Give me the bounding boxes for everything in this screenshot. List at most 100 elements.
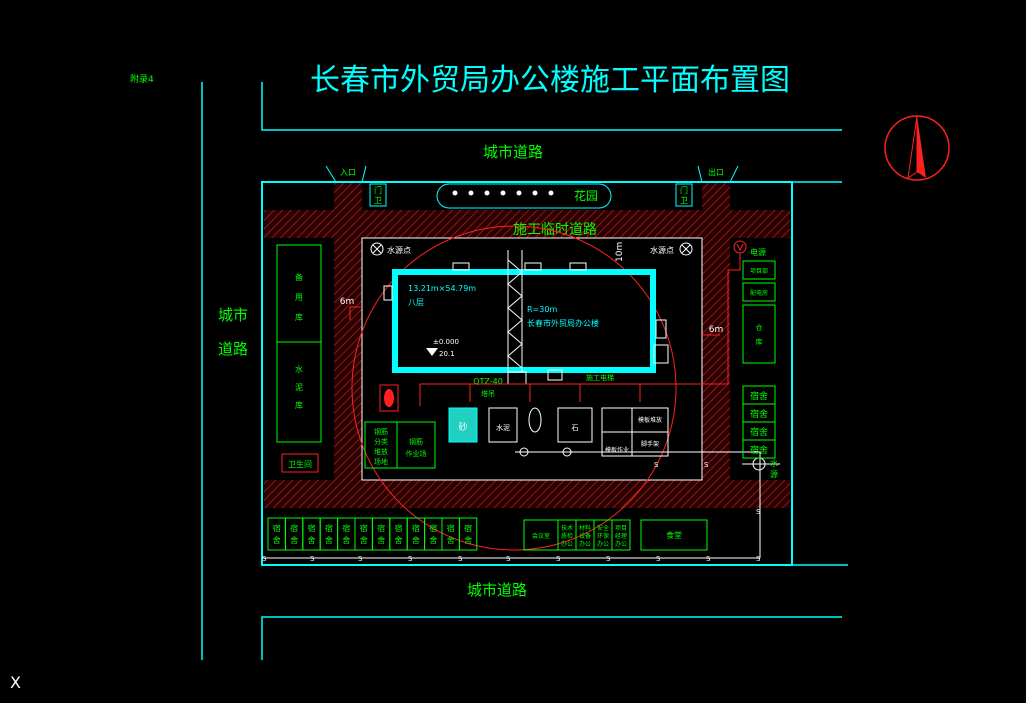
scaffold-marks xyxy=(383,262,669,381)
distance-right: 6m xyxy=(709,325,724,335)
svg-text:库: 库 xyxy=(295,400,303,410)
svg-text:石: 石 xyxy=(572,424,579,432)
office-building: 13.21m×54.79m 八层 R=30m 长春市外贸局办公楼 ±0.000 … xyxy=(392,269,656,373)
corner-mark: X xyxy=(10,673,21,692)
svg-text:办公: 办公 xyxy=(579,540,591,548)
svg-text:砂: 砂 xyxy=(458,421,467,433)
dorm-south-10: 宿舍 xyxy=(424,517,443,551)
svg-text:宿: 宿 xyxy=(377,523,385,533)
svg-text:宿: 宿 xyxy=(308,523,316,533)
drawing-title: 长春市外贸局办公楼施工平面布置图 xyxy=(310,63,790,98)
dorm-south-1: 宿舍 xyxy=(267,517,286,551)
road-north-label: 城市道路 xyxy=(483,143,543,161)
dorm-south-9: 宿舍 xyxy=(406,517,426,551)
svg-text:钢筋: 钢筋 xyxy=(409,437,423,446)
cement-mixer: 水泥 xyxy=(488,407,518,443)
hydrant-left-label: 水源点 xyxy=(387,245,411,255)
site-boundary xyxy=(261,181,793,566)
svg-text:S: S xyxy=(704,461,709,469)
hydrant-right-icon xyxy=(679,242,693,256)
toilet: 卫生间 xyxy=(281,453,319,473)
valve-icon xyxy=(562,447,572,457)
svg-text:舍: 舍 xyxy=(325,535,333,545)
svg-text:经理: 经理 xyxy=(615,532,627,540)
svg-text:舍: 舍 xyxy=(308,535,316,545)
svg-text:宿舍: 宿舍 xyxy=(750,444,768,456)
svg-text:卫: 卫 xyxy=(374,196,382,205)
dorm-south-6: 宿舍 xyxy=(354,517,373,551)
svg-text:脚手架: 脚手架 xyxy=(641,440,659,448)
temporary-road xyxy=(264,182,790,508)
power-label: 电源 xyxy=(750,247,766,257)
svg-text:安全: 安全 xyxy=(597,524,609,532)
svg-text:S: S xyxy=(556,555,561,563)
svg-text:宿: 宿 xyxy=(342,523,350,533)
formwork-yard: 模板堆放 脚手架 模板作业 xyxy=(601,407,669,457)
svg-text:舍: 舍 xyxy=(412,535,420,545)
svg-text:堆放: 堆放 xyxy=(374,447,388,456)
svg-text:S: S xyxy=(656,555,661,563)
crane-model-label: QTZ-40 xyxy=(473,377,503,386)
height-mark: 10m xyxy=(615,242,625,262)
dorm-south-7: 宿舍 xyxy=(371,517,391,551)
steel-work-yard: 钢筋 作业场 xyxy=(396,421,436,469)
svg-text:宿: 宿 xyxy=(273,523,281,533)
svg-text:八层: 八层 xyxy=(408,298,424,307)
svg-text:宿: 宿 xyxy=(325,523,333,533)
road-south-label: 城市道路 xyxy=(467,581,527,599)
hydrant-right-label: 水源点 xyxy=(650,245,674,255)
svg-text:作业场: 作业场 xyxy=(406,449,427,458)
svg-text:舍: 舍 xyxy=(342,535,350,545)
hydrant-left-icon xyxy=(370,242,384,256)
warehouse: 仓 库 xyxy=(742,304,776,364)
office-small-3: 安全 环保 办公 xyxy=(593,519,613,551)
garden: 花园 xyxy=(436,183,612,209)
svg-text:水泥: 水泥 xyxy=(496,423,510,432)
svg-text:S: S xyxy=(606,555,611,563)
pump-icon xyxy=(519,447,529,457)
svg-text:舍: 舍 xyxy=(273,535,281,545)
svg-text:模板堆放: 模板堆放 xyxy=(638,416,662,424)
svg-text:库: 库 xyxy=(295,312,303,322)
svg-text:技术: 技术 xyxy=(561,524,573,532)
elevator-label: 施工电梯 xyxy=(586,373,614,382)
exit-label: 出口 xyxy=(708,167,724,177)
svg-text:质检: 质检 xyxy=(561,532,573,540)
svg-text:±0.000: ±0.000 xyxy=(433,338,459,346)
storage-cement: 水 泥 库 xyxy=(276,341,322,443)
power-room: 配电房 xyxy=(742,282,776,302)
svg-text:S: S xyxy=(506,555,511,563)
work-area xyxy=(361,237,703,481)
svg-text:项目: 项目 xyxy=(615,525,627,532)
svg-text:宿: 宿 xyxy=(395,523,403,533)
svg-text:舍: 舍 xyxy=(464,535,472,545)
svg-text:S: S xyxy=(706,555,711,563)
svg-text:舍: 舍 xyxy=(360,535,368,545)
dorm-south-4: 宿舍 xyxy=(319,517,339,551)
svg-text:食堂: 食堂 xyxy=(666,530,682,540)
svg-text:项目部: 项目部 xyxy=(750,267,768,275)
pipe-s-marks: S S S S S S S S S S S S S S xyxy=(262,461,761,563)
svg-text:卫生间: 卫生间 xyxy=(288,459,312,469)
svg-text:备: 备 xyxy=(295,272,303,282)
svg-text:材料: 材料 xyxy=(579,524,591,532)
distance-left: 6m xyxy=(340,297,355,307)
dorm-south-12: 宿舍 xyxy=(458,517,478,551)
entrance-label: 入口 xyxy=(340,168,356,177)
dining-hall: 食堂 xyxy=(640,519,708,551)
svg-text:宿: 宿 xyxy=(464,523,472,533)
crane-type-label: 塔吊 xyxy=(481,389,495,398)
appendix-label: 附录4 xyxy=(130,73,154,85)
svg-text:设备: 设备 xyxy=(579,532,591,540)
svg-text:S: S xyxy=(654,461,659,469)
svg-text:S: S xyxy=(262,555,267,563)
north-arrow-icon xyxy=(884,115,950,181)
gatehouse-left: 门 卫 xyxy=(369,183,387,207)
water-source-label-1: 水 xyxy=(770,458,778,468)
power-lines xyxy=(349,253,741,406)
svg-text:卫: 卫 xyxy=(680,196,688,205)
svg-text:分类: 分类 xyxy=(374,437,388,446)
road-west-label-1: 城市 xyxy=(218,306,248,324)
dorm-south-3: 宿舍 xyxy=(302,517,321,551)
